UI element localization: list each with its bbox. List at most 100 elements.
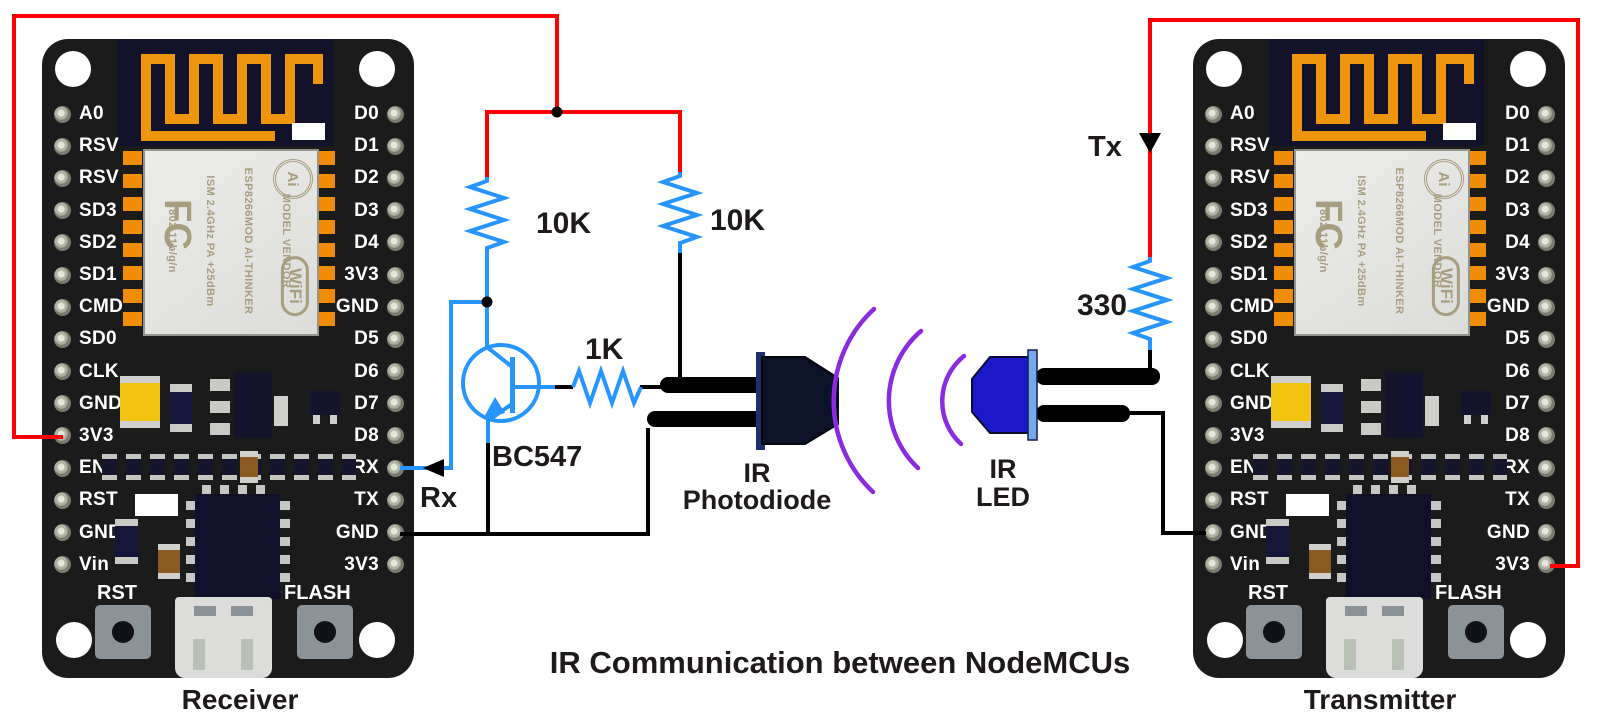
pin-row: SD1 bbox=[54, 259, 123, 291]
ground-wires bbox=[400, 252, 1206, 536]
pin-row: TX bbox=[1487, 484, 1555, 516]
pin-hole bbox=[1538, 169, 1555, 187]
pin-hole bbox=[1205, 266, 1222, 284]
pin-hole bbox=[54, 395, 71, 413]
pin-label: D4 bbox=[354, 231, 379, 253]
pin-hole bbox=[54, 105, 71, 123]
module-pads-left bbox=[123, 151, 142, 335]
mounting-hole bbox=[56, 622, 92, 658]
pin-label: TX bbox=[354, 489, 379, 511]
pin-row: D6 bbox=[1487, 356, 1555, 388]
pin-label: RSV bbox=[79, 135, 119, 157]
rx-arrow-icon bbox=[423, 459, 444, 477]
pin-label: D0 bbox=[1505, 103, 1530, 125]
pin-hole bbox=[1538, 491, 1555, 509]
pin-row: D1 bbox=[1487, 130, 1555, 162]
pin-row: 3V3 bbox=[54, 420, 123, 452]
resistor-10k-right bbox=[656, 172, 704, 253]
pin-row: RX bbox=[336, 452, 404, 484]
rst-button-label: RST bbox=[97, 582, 137, 604]
pin-label: D3 bbox=[1505, 199, 1530, 221]
pin-hole bbox=[1538, 234, 1555, 252]
pin-row: EN bbox=[54, 452, 123, 484]
wire-gnd-receiver bbox=[400, 428, 650, 536]
pin-label: D6 bbox=[354, 360, 379, 382]
pin-row: TX bbox=[336, 484, 404, 516]
pin-hole bbox=[1538, 556, 1555, 574]
pin-row: A0 bbox=[1205, 98, 1274, 130]
pin-hole bbox=[1538, 459, 1555, 477]
pin-hole bbox=[387, 137, 404, 155]
pin-label: Vin bbox=[1230, 553, 1261, 575]
pin-label: RST bbox=[1230, 489, 1269, 511]
pin-label: CLK bbox=[1230, 360, 1270, 382]
pin-hole bbox=[54, 137, 71, 155]
smd-capacitor bbox=[1391, 451, 1409, 483]
pin-row: Vin bbox=[1205, 549, 1274, 581]
pin-label: 3V3 bbox=[1495, 264, 1530, 286]
pin-hole bbox=[1538, 330, 1555, 348]
photodiode-label: IR bbox=[744, 458, 771, 488]
pin-hole bbox=[1205, 202, 1222, 220]
pin-label: SD2 bbox=[79, 231, 117, 253]
mounting-hole bbox=[1510, 51, 1546, 87]
regulator-tab bbox=[1425, 396, 1439, 426]
pin-label: D5 bbox=[354, 328, 379, 350]
pin-hole bbox=[1205, 234, 1222, 252]
pin-row: D6 bbox=[336, 356, 404, 388]
pin-label: 3V3 bbox=[1495, 553, 1530, 575]
transmitter-board-label: Transmitter bbox=[1304, 684, 1457, 715]
pin-row: CMD bbox=[54, 291, 123, 323]
regulator-tab bbox=[274, 396, 288, 426]
pin-row: GND bbox=[1205, 516, 1274, 548]
pin-hole bbox=[1205, 330, 1222, 348]
capacitor bbox=[1271, 376, 1311, 428]
resistor-row bbox=[1253, 454, 1507, 480]
pin-label: RX bbox=[352, 457, 379, 479]
pin-label: RSV bbox=[1230, 135, 1270, 157]
pin-row: SD2 bbox=[1205, 227, 1274, 259]
pin-hole bbox=[1205, 169, 1222, 187]
pin-label: D6 bbox=[1505, 360, 1530, 382]
pin-label: 3V3 bbox=[79, 424, 114, 446]
chip-legs bbox=[202, 485, 272, 495]
pin-row: GND bbox=[336, 516, 404, 548]
transistor-emitter-arrow bbox=[483, 397, 505, 419]
resistor-label: 1K bbox=[585, 333, 624, 366]
chip-legs bbox=[186, 501, 196, 589]
flash-button bbox=[297, 605, 353, 659]
tx-signal-label: Tx bbox=[1088, 131, 1122, 163]
ir-wave-icon bbox=[831, 306, 877, 495]
pin-row: RST bbox=[54, 484, 123, 516]
pin-row: D8 bbox=[336, 420, 404, 452]
pin-row: D7 bbox=[1487, 388, 1555, 420]
pin-label: A0 bbox=[1230, 103, 1255, 125]
mounting-hole bbox=[55, 51, 91, 87]
photodiode-label: Photodiode bbox=[683, 485, 831, 515]
rx-signal-label: Rx bbox=[420, 482, 457, 514]
smd-capacitor bbox=[240, 451, 258, 483]
smd-capacitor bbox=[158, 544, 180, 579]
voltage-regulator bbox=[234, 372, 272, 438]
pin-hole bbox=[54, 234, 71, 252]
pin-row: D3 bbox=[336, 195, 404, 227]
pin-hole bbox=[1205, 556, 1222, 574]
pin-row: 3V3 bbox=[336, 549, 404, 581]
transistor-emitter bbox=[486, 402, 514, 443]
pin-label: D2 bbox=[354, 167, 379, 189]
rst-button-label: RST bbox=[1248, 582, 1288, 604]
module-silkscreen-text: MODEL VENDOR ESP8266MOD AI-THINKER ISM 2… bbox=[1304, 161, 1456, 321]
regulator-legs bbox=[210, 379, 230, 437]
pin-label: D8 bbox=[354, 424, 379, 446]
pin-label: D1 bbox=[354, 135, 379, 157]
pin-label: D0 bbox=[354, 103, 379, 125]
pin-column-right: D0 D1 D2 D3 D4 bbox=[336, 98, 404, 581]
ir-wave-icon bbox=[886, 328, 924, 471]
pin-hole bbox=[1205, 137, 1222, 155]
pin-hole bbox=[387, 266, 404, 284]
pin-label: D4 bbox=[1505, 231, 1530, 253]
pcb-antenna-zone bbox=[1269, 39, 1484, 146]
resistor-1k bbox=[571, 364, 643, 410]
flash-button-label: FLASH bbox=[1435, 582, 1502, 604]
pin-row: D8 bbox=[1487, 420, 1555, 452]
